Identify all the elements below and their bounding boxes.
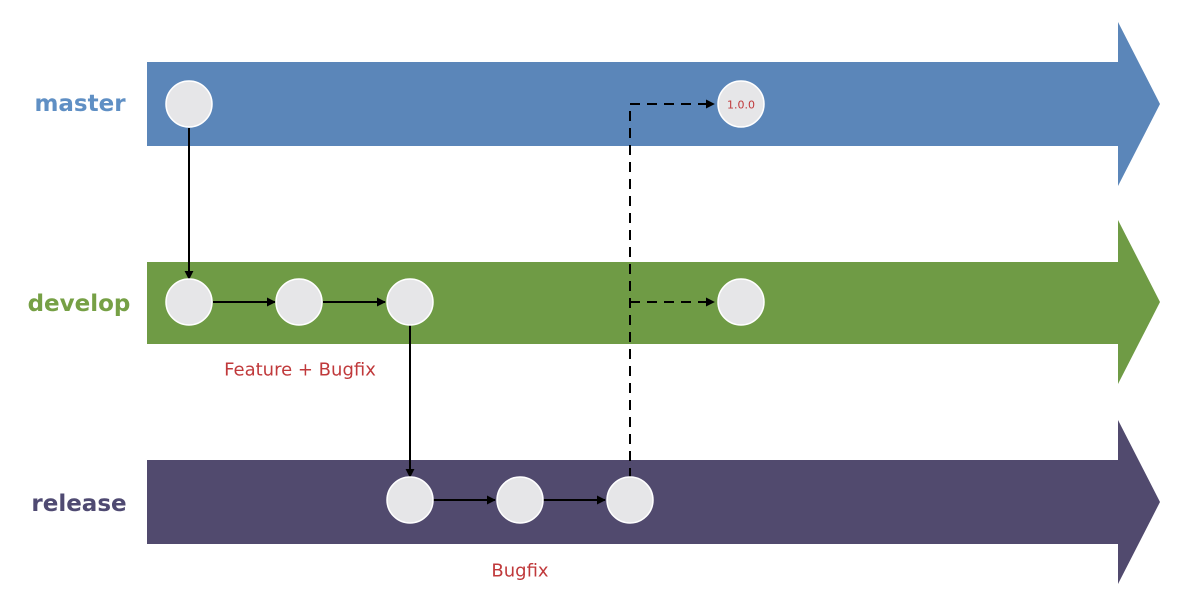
solid-connectors: [184, 128, 606, 505]
commit-nodes: [165, 80, 765, 524]
version-tag-label: 1.0.0: [727, 99, 755, 112]
release-commit-2: [496, 476, 544, 524]
release-commit-1: [386, 476, 434, 524]
develop-commit-1: [165, 278, 213, 326]
master-commit-initial: [165, 80, 213, 128]
feature-bugfix-annotation: Feature + Bugfix: [224, 360, 376, 381]
bugfix-annotation: Bugfix: [491, 561, 549, 582]
master-lane-label: master: [34, 91, 126, 117]
develop-commit-3: [386, 278, 434, 326]
develop-commit-2: [275, 278, 323, 326]
dashed-connectors: [629, 99, 715, 478]
release-lane-label: release: [31, 491, 126, 517]
master-commit-release-1-0-0: [717, 80, 765, 128]
develop-lane-label: develop: [28, 291, 131, 317]
develop-commit-merge: [717, 278, 765, 326]
release-commit-3: [606, 476, 654, 524]
